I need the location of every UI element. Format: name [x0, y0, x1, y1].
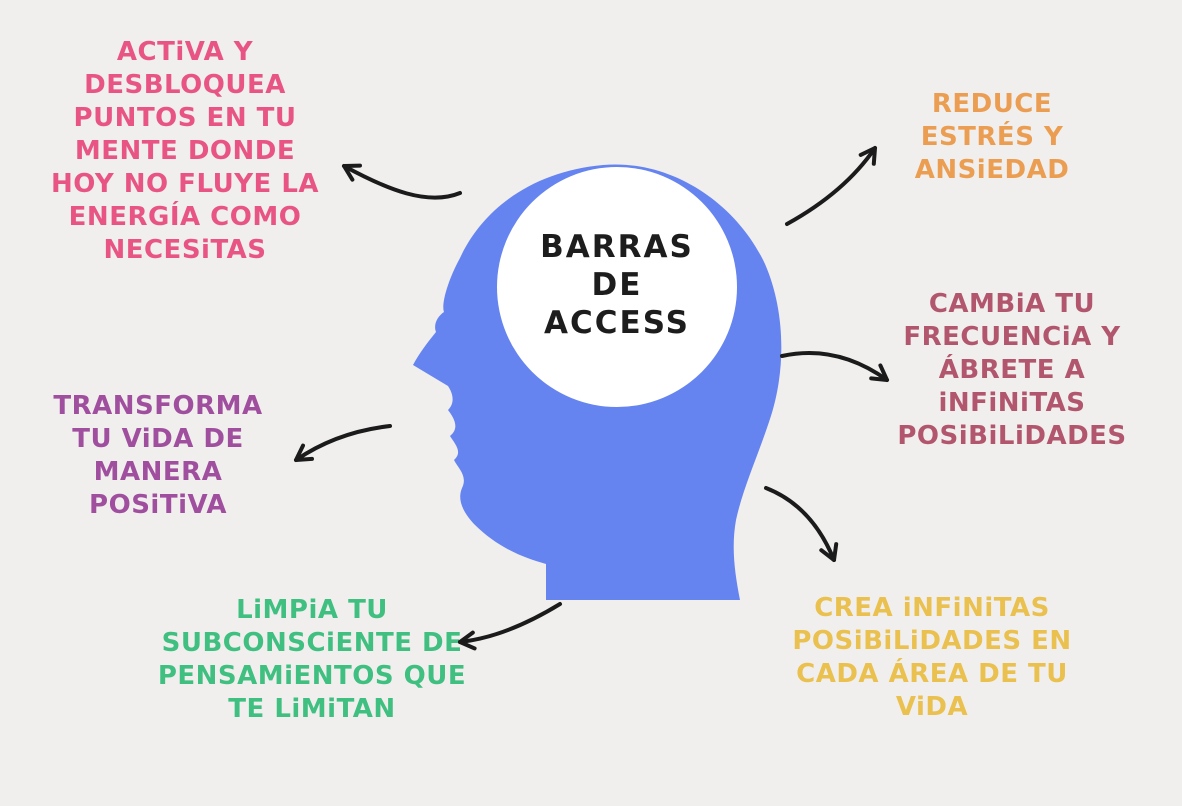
label-limpia-subconsciente: LiMPiA TU SUBCONSCiENTE DE PENSAMiENTOS … [157, 595, 467, 724]
label-cambia-frecuencia: CAMBiA TU FRECUENCiA Y ÁBRETE A iNFiNiTA… [897, 289, 1127, 451]
arrow-to-limpia-icon [458, 602, 562, 651]
arrow-curve [342, 164, 462, 200]
label-crea-posibilidades: CREA iNFiNiTAS POSiBiLiDADES EN CADA ÁRE… [792, 593, 1072, 722]
arrowhead-icon [458, 630, 477, 651]
arrowhead-icon [858, 146, 877, 166]
arrowhead-icon [342, 163, 362, 182]
arrow-to-reduce-icon [785, 146, 877, 226]
arrow-to-activa-icon [342, 163, 462, 200]
arrow-curve [785, 146, 877, 226]
arrow-to-transforma-icon [294, 424, 392, 462]
label-reduce-estres: REDUCE ESTRÉS Y ANSiEDAD [914, 89, 1070, 185]
arrow-to-crea-icon [764, 486, 839, 562]
brain-circle [497, 167, 737, 407]
arrow-curve [780, 351, 889, 382]
label-transforma-vida: TRANSFORMA TU ViDA DE MANERA POSiTiVA [53, 391, 263, 520]
head-silhouette [413, 164, 782, 600]
arrowhead-icon [869, 363, 889, 382]
arrow-curve [764, 486, 836, 562]
arrowhead-icon [294, 443, 314, 462]
arrow-curve [458, 602, 562, 644]
label-activa-desbloquea: ACTiVA Y DESBLOQUEA PUNTOS EN TU MENTE D… [50, 37, 320, 265]
arrowhead-icon [819, 542, 839, 562]
arrow-to-cambia-icon [780, 351, 889, 382]
arrow-curve [294, 424, 392, 462]
center-title: BARRAS DE ACCESS [540, 229, 694, 341]
